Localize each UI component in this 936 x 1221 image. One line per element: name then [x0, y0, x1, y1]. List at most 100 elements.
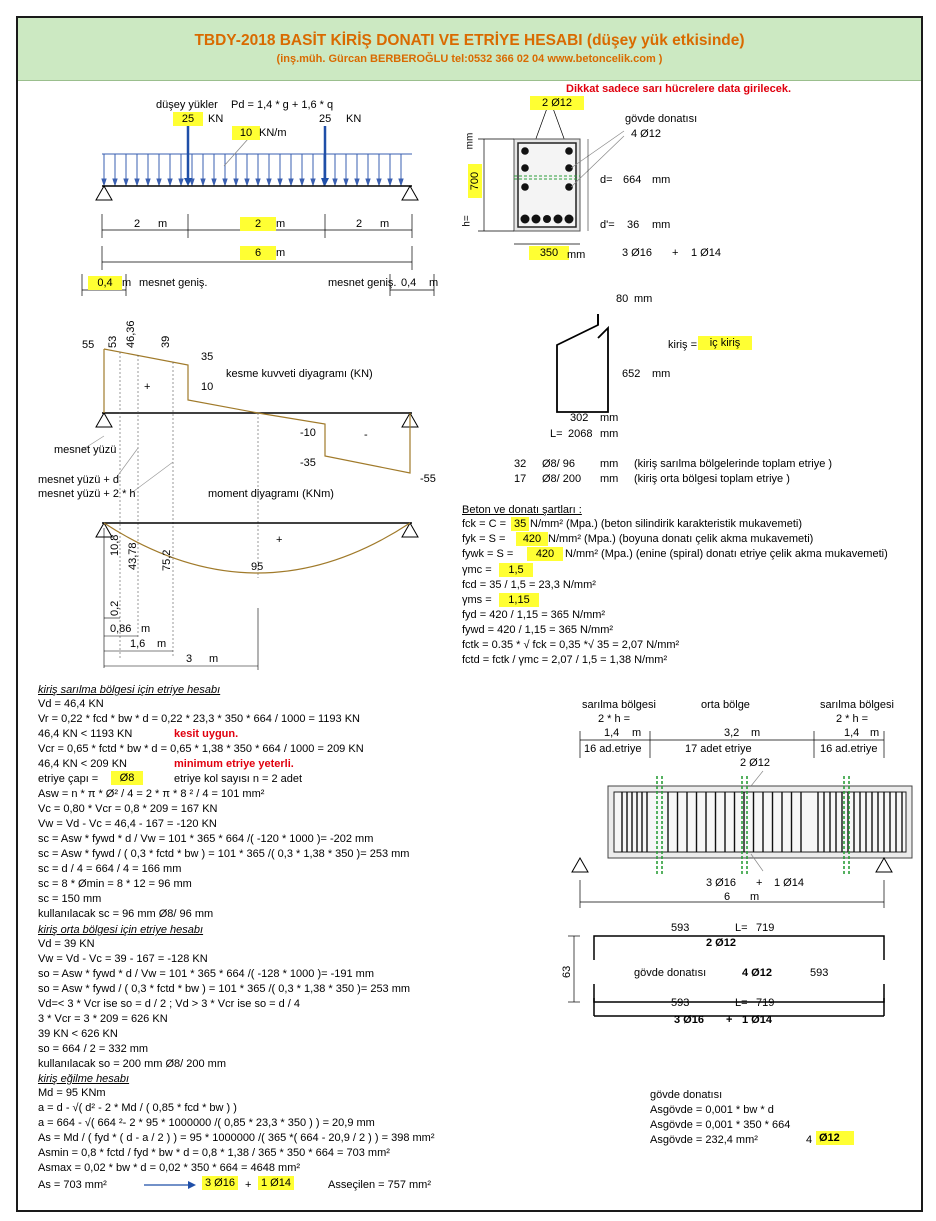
web-bar-dia-input[interactable]: Ø12 [816, 1131, 854, 1145]
shear-10: 10 [201, 381, 214, 393]
elev-bot-a: 3 Ø16 [706, 877, 736, 889]
stirrup-dia-input[interactable]: Ø8 [111, 771, 143, 785]
n-conf-right: 16 ad.etriye [820, 743, 878, 755]
x-02: 0,2 [109, 600, 121, 616]
summary2-count: 17 [514, 473, 527, 485]
input-notice: Dikkat sadece sarı hücrelere data girile… [566, 83, 792, 95]
calc-line: a = d - √( d² - 2 * Md / ( 0,85 * fcd * … [38, 1102, 237, 1114]
hook-length: 63 [561, 965, 573, 978]
load-arrow-head [255, 178, 261, 187]
x-16-unit: m [157, 638, 167, 650]
page-title: TBDY-2018 BASİT KİRİŞ DONATI VE ETRİYE H… [194, 32, 745, 49]
load-arrow-head [211, 178, 217, 187]
p1-input[interactable]: 25 [173, 112, 203, 126]
fck-label: fck = C = [462, 518, 507, 530]
beam-drawings [81, 99, 913, 1189]
gmc-input[interactable]: 1,5 [499, 563, 533, 577]
stirrup-length: 2068 [568, 428, 593, 440]
calculation-sheet: TBDY-2018 BASİT KİRİŞ DONATI VE ETRİYE H… [16, 16, 923, 1212]
fywk-unit: N/mm² (Mpa.) (enine (spiral) donatı etri… [565, 548, 888, 560]
calc-line: Vw = Vd - Vc = 39 - 167 = -128 KN [38, 953, 208, 965]
stirrup-hook: 80 [616, 293, 629, 305]
summary1-count: 32 [514, 458, 527, 470]
top-bars-input[interactable]: 2 Ø12 [530, 96, 584, 110]
calc-line: sc = Asw * fywd / ( 0,3 * fctd * bw ) = … [38, 848, 410, 860]
span-right: 2 [356, 218, 363, 230]
load-arrow-head [266, 178, 272, 187]
moment-4378: 43,78 [127, 542, 139, 570]
calc-line: Md = 95 KNm [38, 1087, 106, 1099]
fywd-line: fywd = 420 / 1,15 = 365 N/mm² [462, 624, 614, 636]
fcd-line: fcd = 35 / 1,5 = 23,3 N/mm² [462, 579, 596, 591]
beam-type-input[interactable]: iç kiriş [698, 336, 752, 350]
fck-unit: N/mm² (Mpa.) (beton silindirik karakteri… [530, 518, 802, 530]
l-mid-unit: m [751, 727, 761, 739]
shear-minus: - [364, 429, 368, 441]
load-arrow-head [178, 178, 184, 187]
calc-line: sc = 150 mm [38, 893, 102, 905]
calc-line: sc = d / 4 = 664 / 4 = 166 mm [38, 863, 182, 875]
shear-39: 39 [160, 335, 172, 348]
q-input[interactable]: 10 [232, 126, 260, 140]
web-bars: 4 Ø12 [631, 128, 661, 140]
span-total-unit: m [276, 247, 286, 259]
support-face-2h-label: mesnet yüzü + 2 * h [38, 488, 136, 500]
conf-zone-left-label: sarılma bölgesi [582, 699, 656, 711]
calc-line: 39 KN < 626 KN [38, 1028, 118, 1040]
bot-bar-L-label: L= [735, 997, 748, 1009]
summary1-unit: mm [600, 458, 619, 470]
support-width-unit: m [122, 277, 132, 289]
top-bar-L: 719 [756, 922, 775, 934]
bot-bar-plus: + [726, 1014, 733, 1026]
load-arrow-head [222, 178, 228, 187]
dprime-value: 36 [627, 219, 640, 231]
load-arrow-head [310, 178, 316, 187]
x-086: 0,86 [110, 623, 132, 635]
gmc-label: γmc = [462, 564, 492, 576]
stirrup-width: 302 [570, 412, 589, 424]
d-unit: mm [652, 174, 671, 186]
load-arrow-head [398, 178, 404, 187]
span-mid-input[interactable]: 2 [240, 217, 276, 231]
fctd-line: fctd = fctk / γmc = 2,07 / 1,5 = 1,38 N/… [462, 654, 668, 666]
span-right-unit: m [380, 218, 390, 230]
top-bar-L-label: L= [735, 922, 748, 934]
calc-line: As = Md / ( fyd * ( d - a / 2 ) ) = 95 *… [38, 1132, 435, 1144]
support-width-input[interactable]: 0,4 [88, 276, 122, 290]
calc-line: a = 664 - √( 664 ²- 2 * 95 * 1000000 /( … [38, 1117, 375, 1129]
bot-bar-len: 593 [671, 997, 690, 1009]
moment-plus: + [276, 534, 283, 546]
bw-input[interactable]: 350 [529, 246, 569, 260]
shear-53: 53 [107, 335, 119, 348]
selected-bars-b[interactable]: 1 Ø14 [258, 1176, 294, 1190]
load-arrow-head [244, 178, 250, 187]
selected-bars-a[interactable]: 3 Ø16 [202, 1176, 238, 1190]
web-bar-count: 4 [806, 1134, 813, 1146]
moment-title: moment diyagramı (KNm) [208, 488, 334, 500]
l-conf-right-unit: m [870, 727, 880, 739]
shear-m10: -10 [300, 427, 316, 439]
fyk-input[interactable]: 420 [516, 532, 548, 546]
dprime-label: d'= [600, 219, 615, 231]
fctk-line: fctk = 0.35 * √ fck = 0,35 *√ 35 = 2,07 … [462, 639, 680, 651]
calc-line: Vd = 46,4 KN [38, 698, 104, 710]
confine-heading: kiriş sarılma bölgesi için etriye hesabı [38, 684, 221, 696]
top-bar-len: 593 [671, 922, 690, 934]
load-arrow-head [156, 178, 162, 187]
summary2-bar: Ø8/ 200 [542, 473, 582, 485]
load-arrow-head [123, 178, 129, 187]
calc-line: Vw = Vd - Vc = 46,4 - 167 = -120 KN [38, 818, 217, 830]
shear-plus: + [144, 381, 151, 393]
calc-line: 46,4 KN < 1193 KN [38, 728, 133, 740]
gms-input[interactable]: 1,15 [499, 593, 539, 607]
fyk-unit: N/mm² (Mpa.) (boyuna donatı çelik akma m… [548, 533, 814, 545]
span-left-unit: m [158, 218, 168, 230]
page-subtitle: (inş.müh. Gürcan BERBEROĞLU tel:0532 366… [276, 53, 663, 65]
fywk-input[interactable]: 420 [527, 547, 563, 561]
calc-line: sc = Asw * fywd * d / Vw = 101 * 365 * 6… [38, 833, 374, 845]
n-mid: 17 adet etriye [685, 743, 752, 755]
fck-input[interactable]: 35 [511, 517, 530, 531]
x-086-unit: m [141, 623, 151, 635]
h-input[interactable]: 700 [468, 164, 482, 198]
fyd-line: fyd = 420 / 1,15 = 365 N/mm² [462, 609, 606, 621]
